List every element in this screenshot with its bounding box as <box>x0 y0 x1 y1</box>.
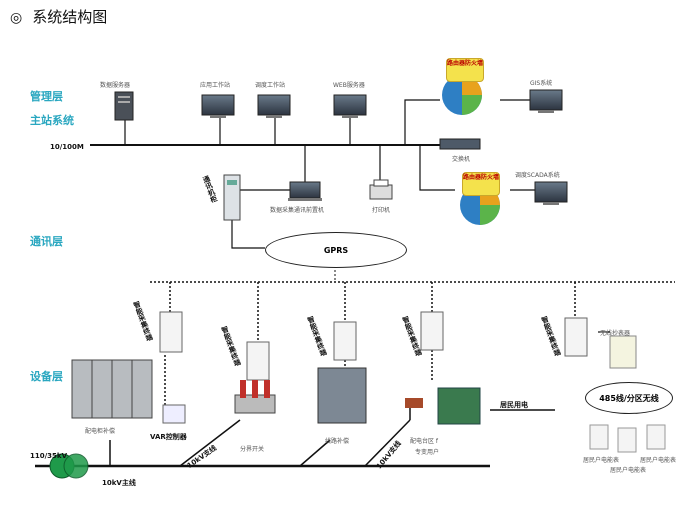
page-title: ◎ 系统结构图 <box>10 6 107 27</box>
wireless-collector-icon <box>609 335 637 369</box>
web-server-label: WEB服务器 <box>333 82 365 89</box>
resident-meter-label-1: 居民户电能表 <box>583 457 620 464</box>
terminal-icon <box>159 311 183 353</box>
gis-label: GIS系统 <box>530 80 553 87</box>
resident-meter-icon <box>589 424 609 450</box>
scada-monitor-icon <box>534 181 568 205</box>
resident-meter-label-3: 居民户电能表 <box>640 457 677 464</box>
printer-icon <box>369 179 393 200</box>
pole-transformer-icon <box>405 387 481 425</box>
main-line-label: 10kV主线 <box>102 479 136 487</box>
capacitor-cabinet-label: 配电柜补偿 <box>85 428 116 435</box>
switch-label: 交换机 <box>452 156 471 163</box>
printer-label: 打印机 <box>372 207 391 214</box>
gprs-cloud: GPRS <box>265 232 407 268</box>
switch-icon <box>439 138 481 150</box>
layer-device: 设备层 <box>30 370 63 383</box>
line-compensation-icon <box>317 367 367 424</box>
gis-monitor-icon <box>529 89 563 113</box>
web-server-icon <box>333 94 367 118</box>
title-text: 系统结构图 <box>32 8 108 26</box>
rs485-label: 485线/分区无线 <box>599 393 659 403</box>
transformer-area-label: 配电台区 f <box>410 438 439 445</box>
scada-label: 调度SCADA系统 <box>515 172 560 179</box>
layer-management: 管理层 <box>30 90 63 103</box>
residential-label: 居民用电 <box>500 401 528 409</box>
app-workstation-label: 应用工作站 <box>200 82 231 89</box>
rs485-cloud: 485线/分区无线 <box>585 382 673 414</box>
gprs-label: GPRS <box>323 245 349 255</box>
dispatch-workstation-label: 调度工作站 <box>255 82 286 89</box>
var-controller-icon <box>162 404 186 424</box>
firewall-label: 路由器防火墙 <box>446 58 484 82</box>
dispatch-workstation-icon <box>257 94 291 118</box>
comm-server-label: 数据采集通讯前置机 <box>270 207 325 214</box>
line-compensation-label: 线路补偿 <box>325 438 350 445</box>
special-user-label: 专变用户 <box>415 449 440 456</box>
layer-master: 主站系统 <box>30 114 74 127</box>
firewall-label-2: 路由器防火墙 <box>462 172 500 196</box>
capacitor-cabinet-icon <box>71 359 153 419</box>
var-controller-label: VAR控制器 <box>150 433 187 441</box>
lan-speed-label: 10/100M <box>50 143 84 151</box>
branch-switch-icon <box>234 380 276 414</box>
layer-communication: 通讯层 <box>30 235 63 248</box>
db-server-label: 数据服务器 <box>100 82 131 89</box>
comm-server-icon <box>288 181 322 201</box>
resident-meter-label-2: 居民户电能表 <box>610 467 647 474</box>
bullet-icon: ◎ <box>10 10 23 26</box>
branch-switch-label: 分界开关 <box>240 446 265 453</box>
cabinet-icon <box>223 174 241 221</box>
db-server-icon <box>114 91 134 121</box>
wireless-collector-label: 无线抄表器 <box>600 330 631 337</box>
voltage-label: 110/35kV <box>30 452 67 460</box>
app-workstation-icon <box>201 94 235 118</box>
firewall-pie-icon <box>442 75 482 115</box>
